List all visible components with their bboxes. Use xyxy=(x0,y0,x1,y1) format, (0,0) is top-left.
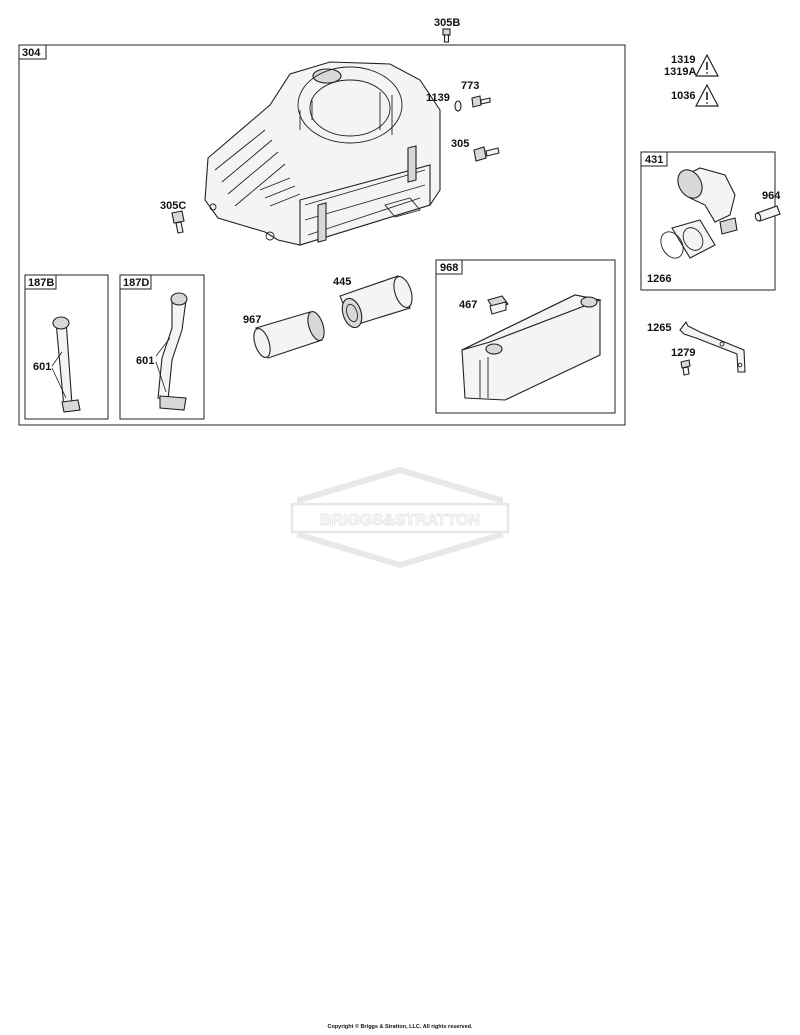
filter-445 xyxy=(339,275,413,329)
group-frame-968 xyxy=(435,259,616,414)
group-tag-187d xyxy=(119,274,152,290)
filter-967 xyxy=(253,311,325,359)
tube-964 xyxy=(754,205,781,222)
part-label-773: 773 xyxy=(461,80,479,92)
part-label-601-b: 601 xyxy=(136,355,154,367)
leader-601-a xyxy=(51,351,67,399)
copyright-text: Copyright © Briggs & Stratton, LLC. All … xyxy=(327,1024,473,1030)
part-label-964: 964 xyxy=(762,190,781,202)
part-label-467: 467 xyxy=(459,299,477,311)
group-tag-304 xyxy=(18,44,47,60)
part-label-601-a: 601 xyxy=(33,361,51,373)
leader-601-b xyxy=(155,337,171,393)
group-label-187d: 187D xyxy=(123,277,149,289)
part-label-1279: 1279 xyxy=(671,347,695,359)
bolt-773 xyxy=(471,95,491,108)
air-cleaner-cover-968 xyxy=(461,294,602,401)
group-label-187b: 187B xyxy=(28,277,54,289)
part-label-967: 967 xyxy=(243,314,261,326)
part-label-1319: 1319 xyxy=(671,54,695,66)
brand-watermark: BRIGGS&STRATTON xyxy=(290,466,510,569)
bolt-305c xyxy=(171,210,185,234)
bolt-305 xyxy=(473,146,500,162)
warning-icon-1319 xyxy=(695,53,719,77)
part-label-305c: 305C xyxy=(160,200,186,212)
part-label-1139: 1139 xyxy=(426,92,450,104)
svg-text:BRIGGS&STRATTON: BRIGGS&STRATTON xyxy=(320,512,480,529)
part-label-305: 305 xyxy=(451,138,469,150)
group-frame-431 xyxy=(640,151,776,291)
bracket-1265 xyxy=(679,320,746,373)
group-frame-304 xyxy=(18,44,626,426)
group-tag-431 xyxy=(640,151,668,167)
warning-icon-1036 xyxy=(695,83,719,107)
part-label-1265: 1265 xyxy=(647,322,671,334)
group-label-304: 304 xyxy=(22,47,41,59)
part-label-305b: 305B xyxy=(434,17,460,29)
washer-1139 xyxy=(454,100,462,112)
part-label-1036: 1036 xyxy=(671,90,695,102)
group-frame-187b xyxy=(24,274,109,420)
breather-tube-187b xyxy=(52,316,81,413)
screw-305b xyxy=(442,28,451,43)
group-label-968: 968 xyxy=(440,262,458,274)
screw-1279 xyxy=(680,359,691,376)
part-label-1266: 1266 xyxy=(647,273,671,285)
group-tag-187b xyxy=(24,274,57,290)
group-tag-968 xyxy=(435,259,463,275)
intake-elbow-431 xyxy=(660,167,738,259)
group-frame-187d xyxy=(119,274,205,420)
knob-467 xyxy=(487,295,509,315)
blower-housing xyxy=(204,61,441,246)
group-label-431: 431 xyxy=(645,154,663,166)
part-label-445: 445 xyxy=(333,276,351,288)
part-label-1319a: 1319A xyxy=(664,66,696,78)
breather-tube-187d xyxy=(157,292,188,411)
